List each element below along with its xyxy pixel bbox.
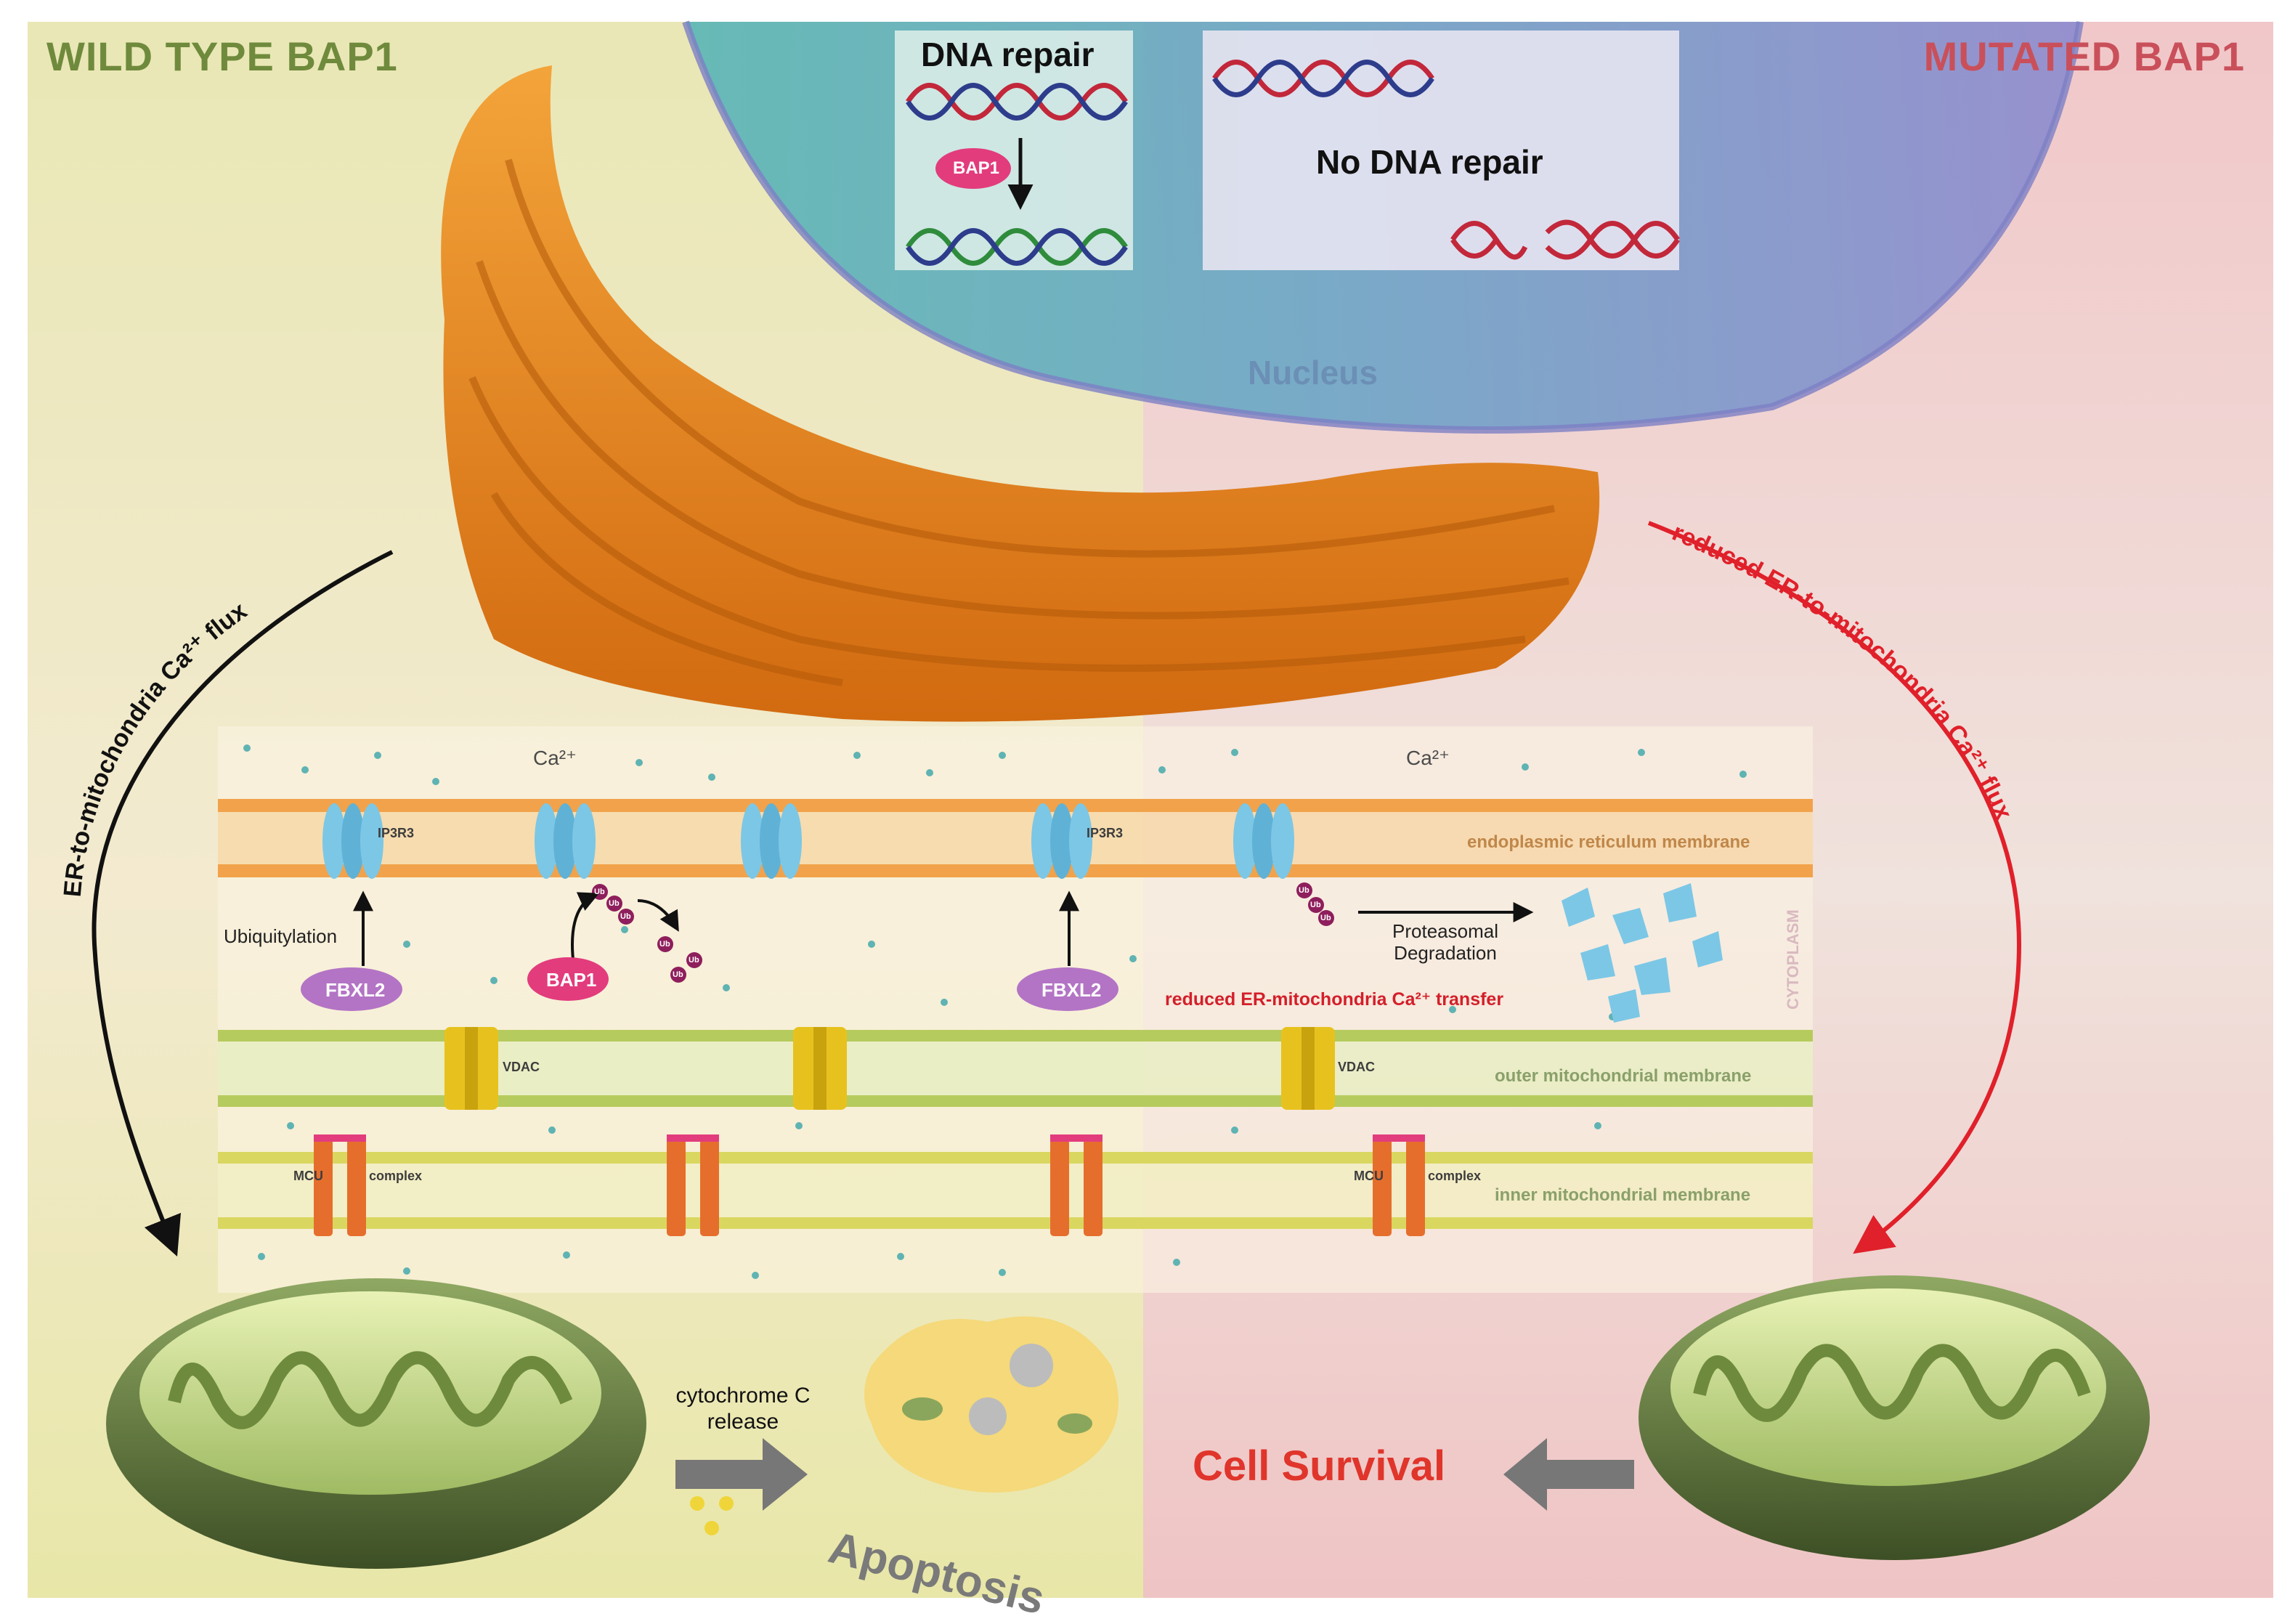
dna-helix-icon <box>906 83 1128 121</box>
apoptotic-cell-icon <box>864 1316 1118 1493</box>
ip3r3-channel <box>741 803 802 879</box>
vdac-channel <box>444 1027 498 1110</box>
ubiquitylation-label: Ubiquitylation <box>224 925 338 947</box>
bap1-oval-nucleus <box>935 148 1011 189</box>
er-membrane-label: endoplasmic reticulum membrane <box>1467 832 1750 852</box>
vdac-channel <box>793 1027 847 1110</box>
survival-arrow <box>1503 1438 1634 1511</box>
cytoplasm-label: CYTOPLASM <box>1784 909 1802 1010</box>
degraded-fragments-icon <box>1562 883 1723 1023</box>
mcu-complex <box>667 1134 719 1236</box>
outer-membrane-label: outer mitochondrial membrane <box>1495 1066 1752 1086</box>
mcu-label: MCU <box>293 1169 323 1183</box>
dna-repair-label: DNA repair <box>921 36 1095 73</box>
broken-dna-icon <box>1450 219 1680 260</box>
ip3r3-channel <box>1031 803 1092 879</box>
ub-tag: Ub <box>594 888 605 896</box>
inner-membrane-label: inner mitochondrial membrane <box>1495 1185 1751 1205</box>
vdac-channel <box>1281 1027 1335 1110</box>
vdac-label: VDAC <box>503 1060 540 1074</box>
mitochondrion-right <box>1639 1275 2150 1560</box>
calcium-ions <box>243 744 1747 1279</box>
ub-tag: Ub <box>659 940 670 949</box>
vdac-label: VDAC <box>1338 1060 1376 1074</box>
fbxl2-oval <box>1017 967 1118 1011</box>
ubiquitin-chain <box>592 882 1334 983</box>
wild-type-title: WILD TYPE BAP1 <box>46 33 398 79</box>
calcium-label-left: Ca²⁺ <box>533 747 577 769</box>
ip3r3-channel <box>1233 803 1294 879</box>
complex-label: complex <box>369 1169 423 1183</box>
fbxl2-label: FBXL2 <box>1041 979 1102 1001</box>
bap1-label-nucleus: BAP1 <box>953 158 1000 178</box>
proteasomal-degradation-label: Proteasomal Degradation <box>1392 920 1498 964</box>
ub-tag: Ub <box>1320 914 1331 922</box>
bap1-deubiquitylation-arrow <box>571 892 600 967</box>
mcu-complex <box>1373 1134 1425 1236</box>
cell-survival-label: Cell Survival <box>1193 1442 1446 1490</box>
ub-release-arrow <box>637 899 679 932</box>
bap1-oval <box>527 957 609 1001</box>
mitochondrion-left <box>106 1278 646 1569</box>
fbxl2-label: FBXL2 <box>325 979 386 1001</box>
ub-tag: Ub <box>1299 886 1309 895</box>
er-membrane <box>218 799 1813 877</box>
damaged-dna-icon-top <box>1212 60 1434 97</box>
ip3r3-channel <box>535 803 596 879</box>
reduced-transfer-label: reduced ER-mitochondria Ca²⁺ transfer <box>1165 989 1504 1010</box>
ip3r3-channel <box>322 803 383 879</box>
endoplasmic-reticulum <box>441 65 1600 722</box>
ub-tag: Ub <box>620 912 631 921</box>
repaired-dna-icon <box>906 228 1128 266</box>
mutated-title: MUTATED BAP1 <box>1923 33 2245 79</box>
mutated-flux-arrow <box>1647 521 2022 1254</box>
ub-tag: Ub <box>689 956 699 965</box>
wild-type-flux-arrow <box>92 550 394 1257</box>
cytochrome-c-dots <box>690 1496 734 1535</box>
ip3r3-label: IP3R3 <box>1087 826 1124 840</box>
nucleus-label: Nucleus <box>1248 354 1378 391</box>
ub-tag: Ub <box>673 970 683 979</box>
bap1-label: BAP1 <box>546 969 597 991</box>
no-dna-repair-label: No DNA repair <box>1316 143 1543 181</box>
calcium-label-right: Ca²⁺ <box>1406 747 1450 769</box>
mcu-complex <box>1050 1134 1103 1236</box>
cytochrome-release-label: cytochrome C release <box>675 1384 811 1434</box>
mcu-label: MCU <box>1354 1169 1384 1183</box>
fbxl2-oval <box>301 967 402 1011</box>
ub-tag: Ub <box>609 899 620 908</box>
ip3r3-label: IP3R3 <box>378 826 415 840</box>
apoptosis-arrow <box>675 1438 808 1511</box>
mcu-complex <box>314 1134 366 1236</box>
complex-label: complex <box>1428 1169 1482 1183</box>
ub-tag: Ub <box>1310 901 1321 909</box>
